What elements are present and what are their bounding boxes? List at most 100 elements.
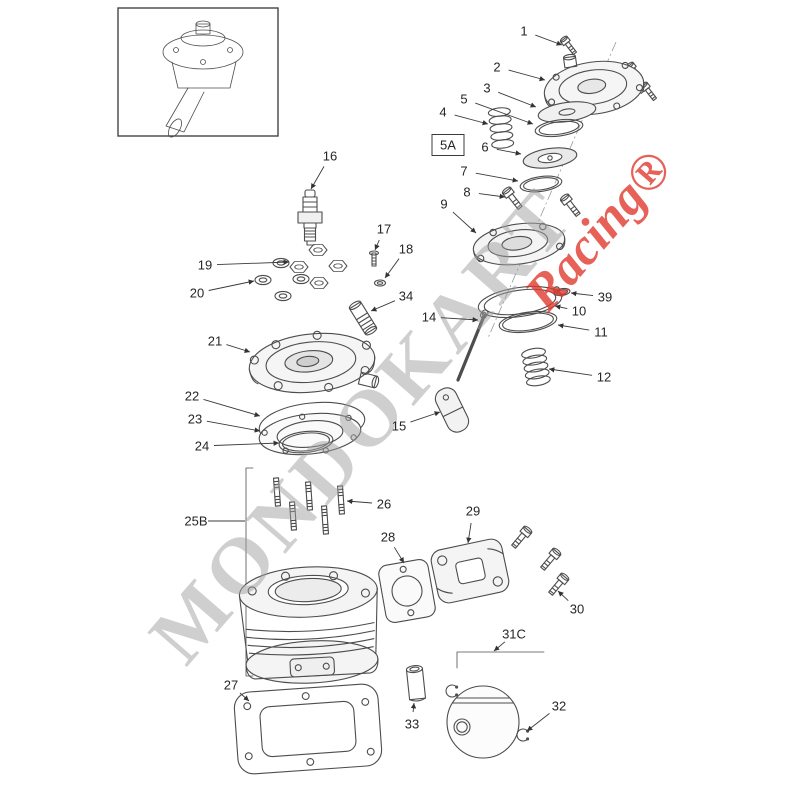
part-shim-ring-5 [534, 118, 584, 138]
part-gasket-10 [477, 285, 563, 319]
callout-label-18: 18 [399, 242, 413, 257]
callout-leader-14 [440, 316, 479, 323]
callout-leader-6 [496, 148, 522, 156]
part-spark-plug-16 [297, 189, 323, 246]
callout-label-31C: 31C [502, 627, 526, 642]
part-o-ring-24 [278, 430, 334, 454]
callout-label-32: 32 [552, 699, 566, 714]
callout-label-21: 21 [208, 334, 222, 349]
part-valve-rod-14 [456, 309, 489, 382]
callout-leader-32 [526, 713, 550, 732]
part-o-ring-7 [519, 175, 563, 193]
callout-label-1: 1 [520, 24, 527, 39]
callout-leader-16 [310, 166, 325, 190]
callout-box-5A [431, 134, 465, 156]
part-spring-12 [521, 347, 551, 387]
callout-leader-5 [475, 102, 534, 125]
part-screw-30b [538, 546, 563, 573]
callout-label-25B: 25B [184, 514, 207, 529]
inset-assembled-view [117, 7, 279, 138]
part-head-gasket-23 [258, 412, 362, 456]
callout-label-5: 5 [460, 92, 467, 107]
part-screw-17 [368, 250, 380, 267]
part-base-gasket-27 [233, 683, 383, 775]
callout-label-15: 15 [392, 419, 406, 434]
callout-label-10: 10 [572, 304, 586, 319]
part-washer-20a [272, 257, 290, 269]
callout-label-7: 7 [460, 164, 467, 179]
part-exhaust-gasket-28 [378, 558, 436, 624]
callout-label-12: 12 [597, 370, 611, 385]
callout-label-19: 19 [198, 258, 212, 273]
callout-leader-24 [213, 440, 280, 446]
callout-leader-1 [535, 34, 563, 46]
part-diaphragm-6 [522, 147, 578, 169]
callout-label-2: 2 [493, 60, 500, 75]
callout-label-8: 8 [463, 185, 470, 200]
callout-leader-9 [452, 211, 477, 234]
callout-label-24: 24 [195, 439, 209, 454]
callout-label-23: 23 [188, 412, 202, 427]
callout-label-22: 22 [185, 389, 199, 404]
callout-label-9: 9 [440, 197, 447, 212]
part-valve-blade-15 [434, 387, 470, 433]
part-nut-19c [289, 260, 309, 274]
callout-label-27: 27 [224, 678, 238, 693]
callout-label-33: 33 [405, 717, 419, 732]
callout-leader-17 [374, 239, 380, 251]
callout-leader-3 [498, 91, 537, 108]
callout-leader-27 [239, 692, 250, 702]
callout-label-20: 20 [190, 286, 204, 301]
callout-leader-26 [346, 498, 373, 505]
callout-leader-7 [475, 172, 519, 183]
part-head-insert-9 [472, 222, 566, 266]
callout-label-28: 28 [381, 530, 395, 545]
callout-label-3: 3 [483, 81, 490, 96]
part-nut-19b [328, 259, 348, 273]
callout-leader-8 [478, 193, 506, 199]
part-washer-20c [254, 274, 272, 286]
part-nut-19a [308, 243, 328, 257]
part-nut-19d [309, 276, 329, 290]
part-circlip-32a [445, 684, 459, 698]
part-piston-31c [446, 685, 520, 759]
part-cylinder-25b [238, 566, 379, 684]
callout-label-26: 26 [377, 497, 391, 512]
part-screw-30c [546, 571, 571, 598]
part-washer-20d [274, 290, 292, 302]
part-piston-pin-33 [405, 665, 427, 702]
callout-label-5A: 5A [440, 138, 456, 153]
callout-label-14: 14 [422, 310, 436, 325]
part-ring-11 [498, 310, 558, 334]
callout-label-39: 39 [598, 290, 612, 305]
callout-leader-39 [570, 290, 594, 297]
callout-leader-11 [557, 323, 590, 331]
callout-label-29: 29 [466, 504, 480, 519]
callout-leader-20 [208, 279, 255, 291]
callout-leader-21 [226, 344, 251, 353]
callout-leader-10 [554, 304, 568, 310]
callout-leader-29 [466, 522, 472, 544]
part-screw-1a [558, 34, 579, 57]
part-exhaust-manifold-29 [430, 538, 510, 604]
part-screw-30a [509, 524, 534, 551]
part-nozzle-34 [348, 300, 378, 336]
callout-leader-33 [410, 702, 417, 713]
callout-label-16: 16 [323, 149, 337, 164]
callout-label-6: 6 [481, 140, 488, 155]
callout-leader-15 [410, 411, 441, 423]
part-spring-4 [487, 107, 515, 149]
callout-leader-31C [493, 641, 506, 652]
callout-label-4: 4 [439, 105, 446, 120]
part-head-cover [543, 53, 645, 116]
callout-leader-12 [548, 367, 593, 376]
callout-leader-28 [393, 546, 405, 564]
callout-leader-19 [216, 259, 290, 266]
callout-leader-30 [557, 590, 569, 602]
part-washer-20b [292, 273, 310, 285]
bracket-31c [456, 651, 545, 669]
callout-leader-2 [508, 69, 546, 82]
